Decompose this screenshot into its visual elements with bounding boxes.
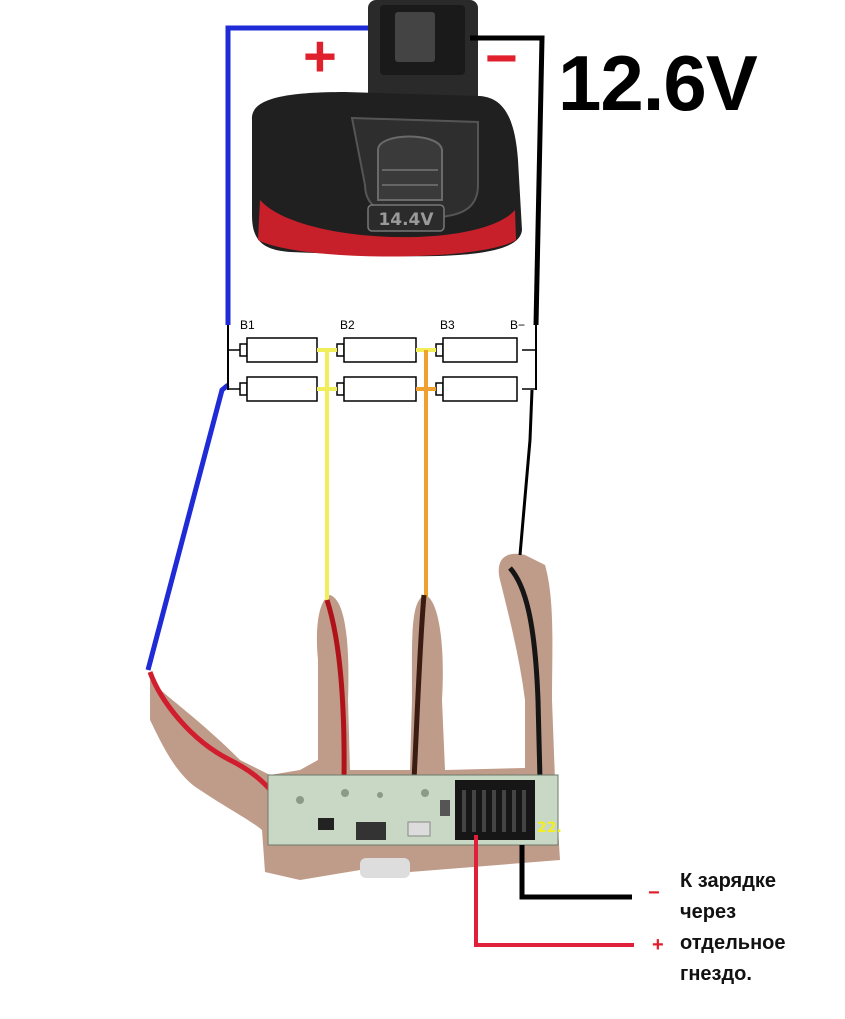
charger-note-line-3: отдельное bbox=[680, 932, 786, 954]
charger-positive-wire bbox=[474, 835, 634, 947]
charger-note-line-1: К зарядке bbox=[680, 870, 777, 892]
black-photo-wire bbox=[508, 566, 543, 781]
cell-label-b2: B2 bbox=[340, 318, 355, 332]
cell-label-b1: B1 bbox=[240, 318, 255, 332]
battery-label: 14.4V bbox=[378, 210, 434, 230]
brown-photo-wire bbox=[411, 594, 427, 781]
plus-sign: + bbox=[303, 24, 337, 89]
charger-note-line-4: гнездо. bbox=[680, 963, 752, 985]
charger-plus-sign: + bbox=[652, 934, 664, 956]
charger-minus-sign: − bbox=[648, 882, 660, 904]
charger-note-line-2: через bbox=[680, 901, 737, 923]
cell-label-bminus: B− bbox=[510, 318, 526, 332]
voltage-label: 12.6V bbox=[558, 39, 758, 127]
cell-group-b1 bbox=[239, 337, 318, 402]
negative-wire bbox=[470, 35, 545, 326]
minus-sign: − bbox=[485, 26, 518, 89]
charger-note: К зарядке через отдельное гнездо. bbox=[680, 866, 786, 990]
cell-group-b2 bbox=[336, 337, 417, 402]
cell-group-b3 bbox=[435, 337, 518, 402]
charger-negative-wire bbox=[519, 845, 632, 900]
cell-label-b3: B3 bbox=[440, 318, 455, 332]
b2-tap-wire bbox=[317, 348, 337, 600]
board-number: 22. bbox=[537, 820, 562, 836]
battery-pack-image: 14.4V bbox=[251, 0, 522, 257]
cell-block bbox=[227, 325, 537, 390]
positive-wire-to-board bbox=[145, 383, 230, 671]
negative-wire-to-board bbox=[518, 389, 534, 556]
positive-wire bbox=[225, 25, 368, 325]
red-photo-wire bbox=[324, 599, 347, 781]
pcb-board: 22. bbox=[267, 774, 562, 878]
red-lead bbox=[147, 671, 277, 797]
b3-tap-wire bbox=[416, 348, 436, 598]
